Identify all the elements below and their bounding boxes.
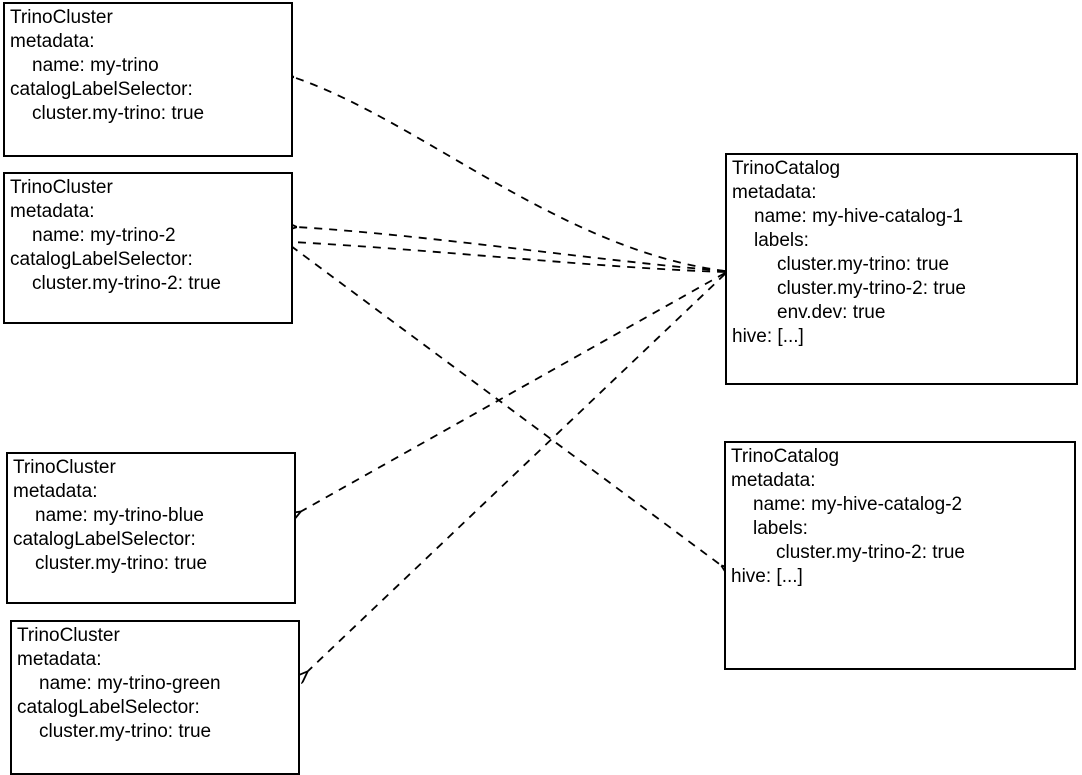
node-kind-label: TrinoCatalog [732,158,841,179]
node-field-line: metadata: [732,182,817,203]
node-kind-label: TrinoCluster [17,625,120,646]
node-field-line: labels: [754,230,809,251]
node-field-line: cluster.my-trino: true [777,254,950,275]
node-field-line: env.dev: true [777,302,886,323]
node-body: TrinoCluster metadata: name: my-trino catal… [5,6,291,126]
edge-catalog1-to-my-trino[interactable] [293,77,726,272]
node-field-line: catalogLabelSelector: [10,249,193,270]
node-field-line: labels: [753,518,808,539]
node-field-line: cluster.my-trino: true [39,721,212,742]
node-field-line: name: my-trino-2 [32,225,176,246]
node-kind-label: TrinoCluster [10,177,113,198]
node-kind-label: TrinoCluster [10,7,113,28]
node-field-line: hive: [...] [732,326,804,347]
node-field-line: cluster.my-trino-2: true [32,273,221,294]
node-field-line: cluster.my-trino-2: true [777,278,966,299]
node-trinocluster-my-trino-green[interactable]: TrinoCluster metadata: name: my-trino-gree… [10,620,300,775]
node-field-line: name: my-trino-blue [35,505,204,526]
node-trinocatalog-my-hive-catalog-2[interactable]: TrinoCatalog metadata: name: my-hive-catal… [724,441,1076,670]
node-field-line: catalogLabelSelector: [17,697,200,718]
node-body: TrinoCluster metadata: name: my-trino-blue… [8,456,294,576]
node-body: TrinoCluster metadata: name: my-trino-2 cat… [5,176,291,296]
node-body: TrinoCatalog metadata: name: my-hive-catal… [726,445,1074,589]
node-field-line: metadata: [731,470,816,491]
edge-catalog1-to-my-trino-blue[interactable] [300,272,726,512]
node-field-line: cluster.my-trino-2: true [776,542,965,563]
node-trinocluster-my-trino-2[interactable]: TrinoCluster metadata: name: my-trino-2 cat… [3,172,293,324]
node-field-line: metadata: [17,649,102,670]
node-field-line: name: my-trino [32,55,159,76]
edge-my-trino-2-to-catalog2[interactable] [290,245,722,566]
node-trinocluster-my-trino[interactable]: TrinoCluster metadata: name: my-trino catal… [3,2,293,157]
node-field-line: catalogLabelSelector: [13,529,196,550]
node-field-line: cluster.my-trino: true [35,553,208,574]
node-body: TrinoCluster metadata: name: my-trino-gree… [12,624,298,744]
edge-catalog1-to-my-trino-2-b[interactable] [292,242,726,273]
node-kind-label: TrinoCatalog [731,446,840,467]
node-field-line: name: my-hive-catalog-1 [754,206,964,227]
node-body: TrinoCatalog metadata: name: my-hive-catal… [727,157,1076,349]
node-field-line: cluster.my-trino: true [32,103,205,124]
node-field-line: metadata: [10,201,95,222]
node-field-line: name: my-hive-catalog-2 [753,494,963,515]
node-trinocatalog-my-hive-catalog-1[interactable]: TrinoCatalog metadata: name: my-hive-catal… [725,153,1078,385]
edge-paths [291,77,725,672]
edge-catalog1-to-my-trino-2-a[interactable] [296,227,726,272]
edge-catalog1-to-my-trino-green[interactable] [307,273,726,672]
node-trinocluster-my-trino-blue[interactable]: TrinoCluster metadata: name: my-trino-blue… [6,452,296,604]
node-field-line: catalogLabelSelector: [10,79,193,100]
node-field-line: metadata: [10,31,95,52]
node-field-line: hive: [...] [731,566,803,587]
node-field-line: metadata: [13,481,98,502]
node-kind-label: TrinoCluster [13,457,116,478]
node-field-line: name: my-trino-green [39,673,221,694]
